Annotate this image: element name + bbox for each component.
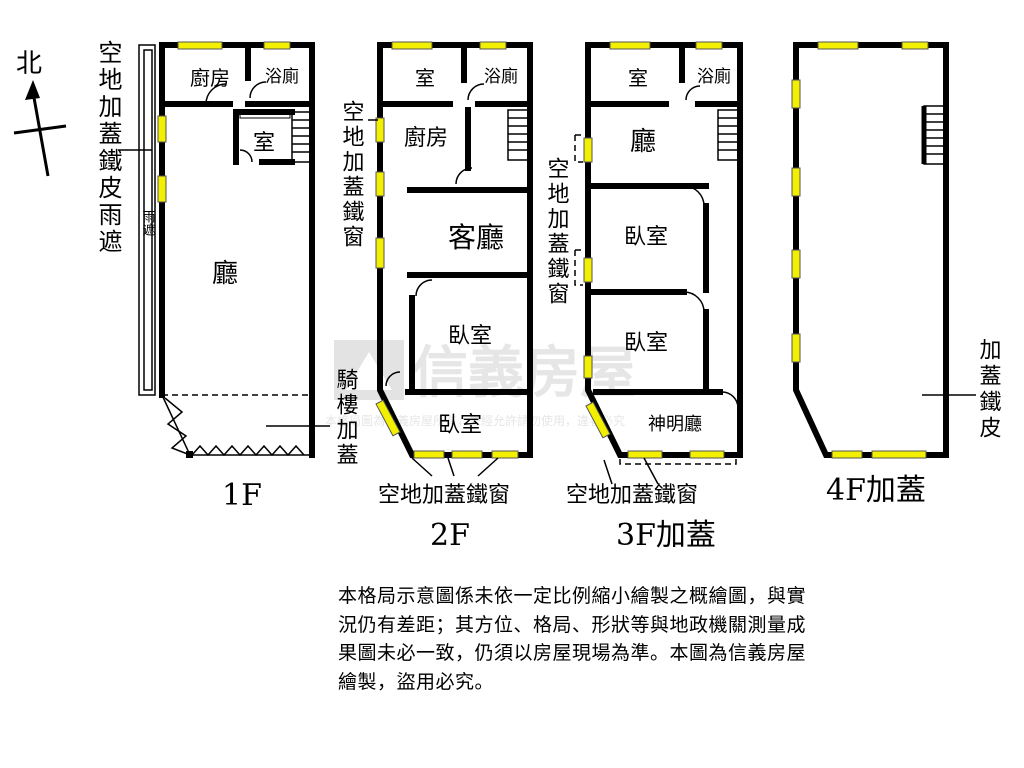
2f-stairs <box>507 109 531 161</box>
4f-side-label: 加蓋鐵皮 <box>976 338 1002 442</box>
window-icon <box>791 167 801 197</box>
3f-hall-label: 廳 <box>630 127 656 157</box>
1f-stairs <box>291 111 313 163</box>
2f-bottom-label: 空地加蓋鐵窗 <box>378 483 510 508</box>
3f-side-label: 空地加蓋鐵窗 <box>544 157 570 307</box>
window-icon <box>831 450 863 459</box>
2f-bath-label: 浴廁 <box>484 66 518 87</box>
3f-stairs <box>717 109 741 161</box>
window-icon <box>627 450 663 459</box>
1f-caption: 1F <box>222 478 262 513</box>
window-icon <box>263 41 291 50</box>
3f-shrine-label: 神明廳 <box>648 414 702 435</box>
1f-door-arc <box>205 83 227 105</box>
floor-2f: 室 浴廁 廚房 客廳 臥室 臥室 空地加蓋鐵窗 空地加蓋鐵窗 2F <box>339 41 533 553</box>
window-icon <box>157 115 167 143</box>
window-icon <box>479 41 507 50</box>
1f-kitchen-label: 廚房 <box>190 66 230 90</box>
window-icon <box>391 41 433 50</box>
window-icon <box>375 171 385 197</box>
window-icon <box>157 175 167 203</box>
3f-bottom-label: 空地加蓋鐵窗 <box>566 483 698 508</box>
2f-living-label: 客廳 <box>448 221 504 254</box>
2f-room-label: 室 <box>415 66 435 90</box>
window-icon <box>791 249 801 279</box>
3f-caption: 3F加蓋 <box>616 518 716 553</box>
awning-outline <box>138 44 156 396</box>
window-icon <box>689 450 725 459</box>
window-icon <box>901 41 929 50</box>
1f-hall-label: 廳 <box>212 259 238 289</box>
1f-side-label: 空地加蓋鐵皮雨遮 <box>94 40 122 256</box>
window-icon <box>583 257 593 283</box>
1f-bath-label: 浴廁 <box>265 66 299 87</box>
window-icon <box>695 41 723 50</box>
window-icon <box>871 450 927 459</box>
3f-bedroom2-label: 臥室 <box>624 331 668 356</box>
arrow-crossbar <box>13 124 67 135</box>
north-arrow: 北 <box>13 49 67 177</box>
arrow-head-icon <box>25 80 40 100</box>
window-icon <box>585 401 611 439</box>
window-icon <box>491 450 519 459</box>
window-icon <box>791 333 801 363</box>
1f-awning-label: 雨遮 <box>140 210 156 236</box>
window-icon <box>817 41 859 50</box>
floor-1f: 廚房 浴廁 室 廳 雨遮 空地加蓋鐵皮雨遮 騎樓加蓋 1F <box>94 40 359 513</box>
2f-bedroom1-label: 臥室 <box>448 324 492 349</box>
3f-bedroom1-label: 臥室 <box>624 225 668 250</box>
window-icon <box>451 450 483 459</box>
2f-kitchen-label: 廚房 <box>404 126 448 151</box>
1f-front-door <box>161 394 312 456</box>
window-icon <box>583 355 593 379</box>
4f-caption: 4F加蓋 <box>826 473 926 508</box>
disclaimer-note: 本格局示意圖係未依一定比例縮小繪製之概繪圖，與實況仍有差距；其方位、格局、形狀等… <box>338 585 807 693</box>
arrow-shaft <box>31 91 50 177</box>
window-icon <box>375 399 401 437</box>
window-icon <box>609 41 651 50</box>
3f-room-label: 室 <box>628 66 648 90</box>
floor-4f: 加蓋鐵皮 4F加蓋 <box>791 41 1002 508</box>
watermark-brand: 信義房屋 <box>412 341 636 406</box>
window-icon <box>375 237 385 269</box>
window-icon <box>177 41 223 50</box>
2f-side-label: 空地加蓋鐵窗 <box>339 100 365 250</box>
watermark: 信義房屋 本格局圖為信義房屋所有，未經允許請勿使用，違者必究 <box>325 340 636 428</box>
3f-bath-label: 浴廁 <box>697 66 731 87</box>
window-icon <box>375 117 385 143</box>
1f-room-label: 室 <box>253 131 275 156</box>
window-icon <box>583 137 593 163</box>
floor-3f: 室 浴廁 廳 臥室 臥室 神明廳 空地加蓋鐵窗 空地加蓋鐵窗 3F加蓋 <box>544 41 743 553</box>
1f-arcade-label: 騎樓加蓋 <box>333 368 359 468</box>
window-icon <box>413 450 445 459</box>
4f-stairs <box>921 105 947 165</box>
north-label: 北 <box>16 49 42 79</box>
2f-bedroom2-label: 臥室 <box>438 413 482 438</box>
2f-caption: 2F <box>430 518 470 553</box>
window-icon <box>791 79 801 109</box>
